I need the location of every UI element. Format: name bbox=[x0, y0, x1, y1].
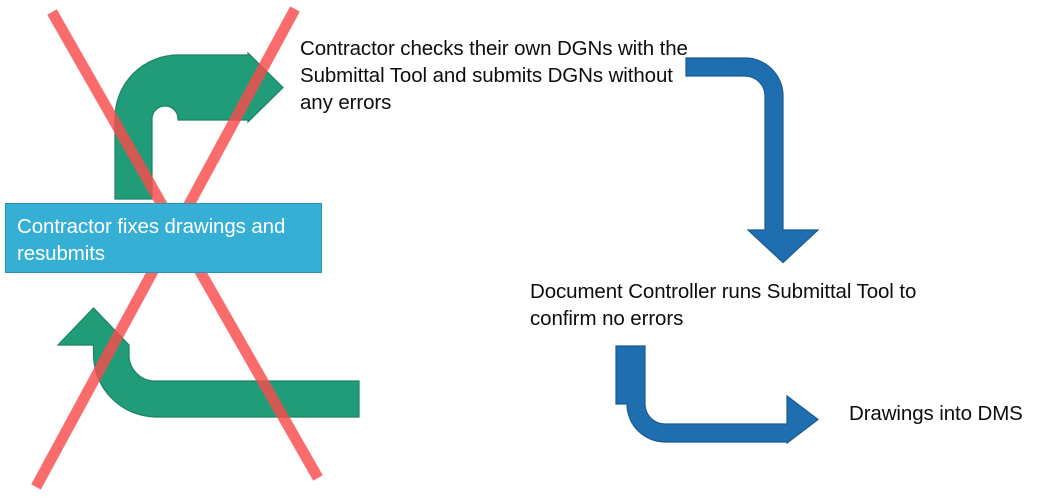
label-contractor-checks: Contractor checks their own DGNs with th… bbox=[300, 37, 688, 114]
process-box-label: Contractor fixes drawings and resubmits bbox=[17, 215, 286, 265]
blue-bent-arrow-down-right bbox=[615, 345, 819, 445]
green-bent-arrow-up-right bbox=[114, 51, 284, 200]
process-box-contractor-fixes: Contractor fixes drawings and resubmits bbox=[5, 203, 322, 273]
label-document-controller: Document Controller runs Submittal Tool … bbox=[530, 280, 917, 330]
blue-bent-arrow-right-down bbox=[685, 57, 820, 264]
green-bent-arrow-left-up bbox=[56, 307, 360, 418]
label-drawings-into-dms: Drawings into DMS bbox=[849, 402, 1023, 425]
